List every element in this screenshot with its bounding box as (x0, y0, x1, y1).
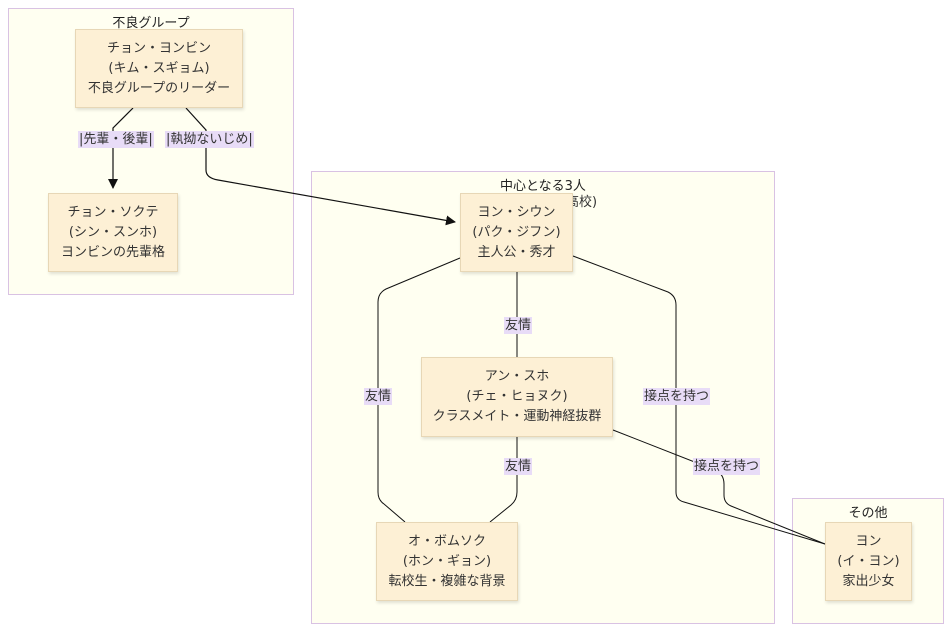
node-name: オ・ボムソク (407, 533, 486, 549)
hidden-cluster-text: 高校) (566, 195, 598, 210)
node-actor: (イ・ヨン) (837, 553, 900, 569)
cluster-title: 不良グループ (112, 16, 190, 31)
node-actor: (パク・ジフン) (472, 224, 561, 240)
node-role: 家出少女 (842, 573, 895, 589)
edge-label-friendship: 友情 (364, 388, 393, 405)
cluster-title: その他 (848, 506, 888, 521)
node-actor: (ホン・ギョン) (402, 553, 492, 569)
edge-suho-to-beomsok (489, 437, 518, 523)
node-yeon[interactable]: ヨン (イ・ヨン) 家出少女 (825, 522, 912, 601)
node-jeon-yeonbin[interactable]: チョン・ヨンビン (キム・スギョム) 不良グループのリーダー (75, 29, 243, 108)
node-role: クラスメイト・運動神経抜群 (432, 409, 602, 424)
edge-label-friendship: 友情 (504, 317, 533, 334)
node-name: チョン・ソクテ (67, 204, 159, 220)
node-role: 転校生・複雑な背景 (388, 573, 506, 589)
node-actor: (チェ・ヒョヌク) (466, 389, 568, 404)
node-name: ヨン・シウン (477, 204, 556, 220)
edge-label-friendship: 友情 (504, 458, 533, 475)
node-role: 不良グループのリーダー (87, 80, 231, 96)
node-ahn-suho[interactable]: アン・スホ (チェ・ヒョヌク) クラスメイト・運動神経抜群 (421, 357, 613, 437)
cluster-title: 中心となる3人 (500, 179, 586, 194)
edge-label-contact: 接点を持つ (693, 458, 761, 475)
edge-label-senior-junior: |先輩・後輩| (78, 131, 154, 148)
node-jeon-sokte[interactable]: チョン・ソクテ (シン・スンホ) ヨンビンの先輩格 (48, 193, 178, 272)
node-actor: (シン・スンホ) (68, 224, 158, 240)
edge-label-bullying: |執拗ないじめ| (165, 131, 254, 148)
node-name: チョン・ヨンビン (106, 40, 211, 56)
edge-yeonbin-to-sokte (108, 107, 134, 189)
node-name: ヨン (855, 533, 882, 549)
node-role: ヨンビンの先輩格 (60, 244, 165, 260)
node-yeon-sieun[interactable]: ヨン・シウン (パク・ジフン) 主人公・秀才 (460, 193, 573, 272)
edge-label-contact: 接点を持つ (643, 388, 711, 405)
node-oh-beomsok[interactable]: オ・ボムソク (ホン・ギョン) 転校生・複雑な背景 (376, 522, 518, 601)
node-name: アン・スホ (484, 369, 550, 384)
node-role: 主人公・秀才 (477, 244, 556, 260)
node-actor: (キム・スギョム) (108, 60, 210, 76)
edge-yeonbin-to-sieun (185, 107, 456, 226)
edge-suho-to-yeon (612, 429, 826, 545)
